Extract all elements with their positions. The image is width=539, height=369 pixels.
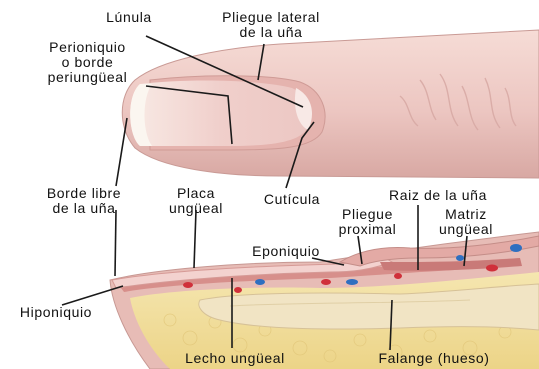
label-placa-ungueal: Placa ungüeal — [155, 186, 237, 216]
label-cuticula: Cutícula — [246, 192, 338, 207]
label-lunula: Lúnula — [89, 10, 169, 25]
label-raiz: Raiz de la uña — [364, 188, 512, 203]
label-perioniquio: Perioniquio o borde periungüeal — [25, 40, 150, 85]
nail-plate-top — [130, 81, 310, 146]
label-lecho-ungueal: Lecho ungüeal — [160, 351, 310, 366]
label-pliegue-lateral: Pliegue lateral de la uña — [196, 10, 346, 40]
label-hiponiquio: Hiponiquio — [6, 305, 106, 320]
label-eponiquio: Eponiquio — [236, 244, 336, 259]
label-falange: Falange (hueso) — [350, 351, 518, 366]
label-borde-libre: Borde libre de la uña — [25, 186, 143, 216]
label-matriz: Matriz ungüeal — [422, 207, 510, 237]
label-pliegue-proximal: Pliegue proximal — [320, 207, 415, 237]
